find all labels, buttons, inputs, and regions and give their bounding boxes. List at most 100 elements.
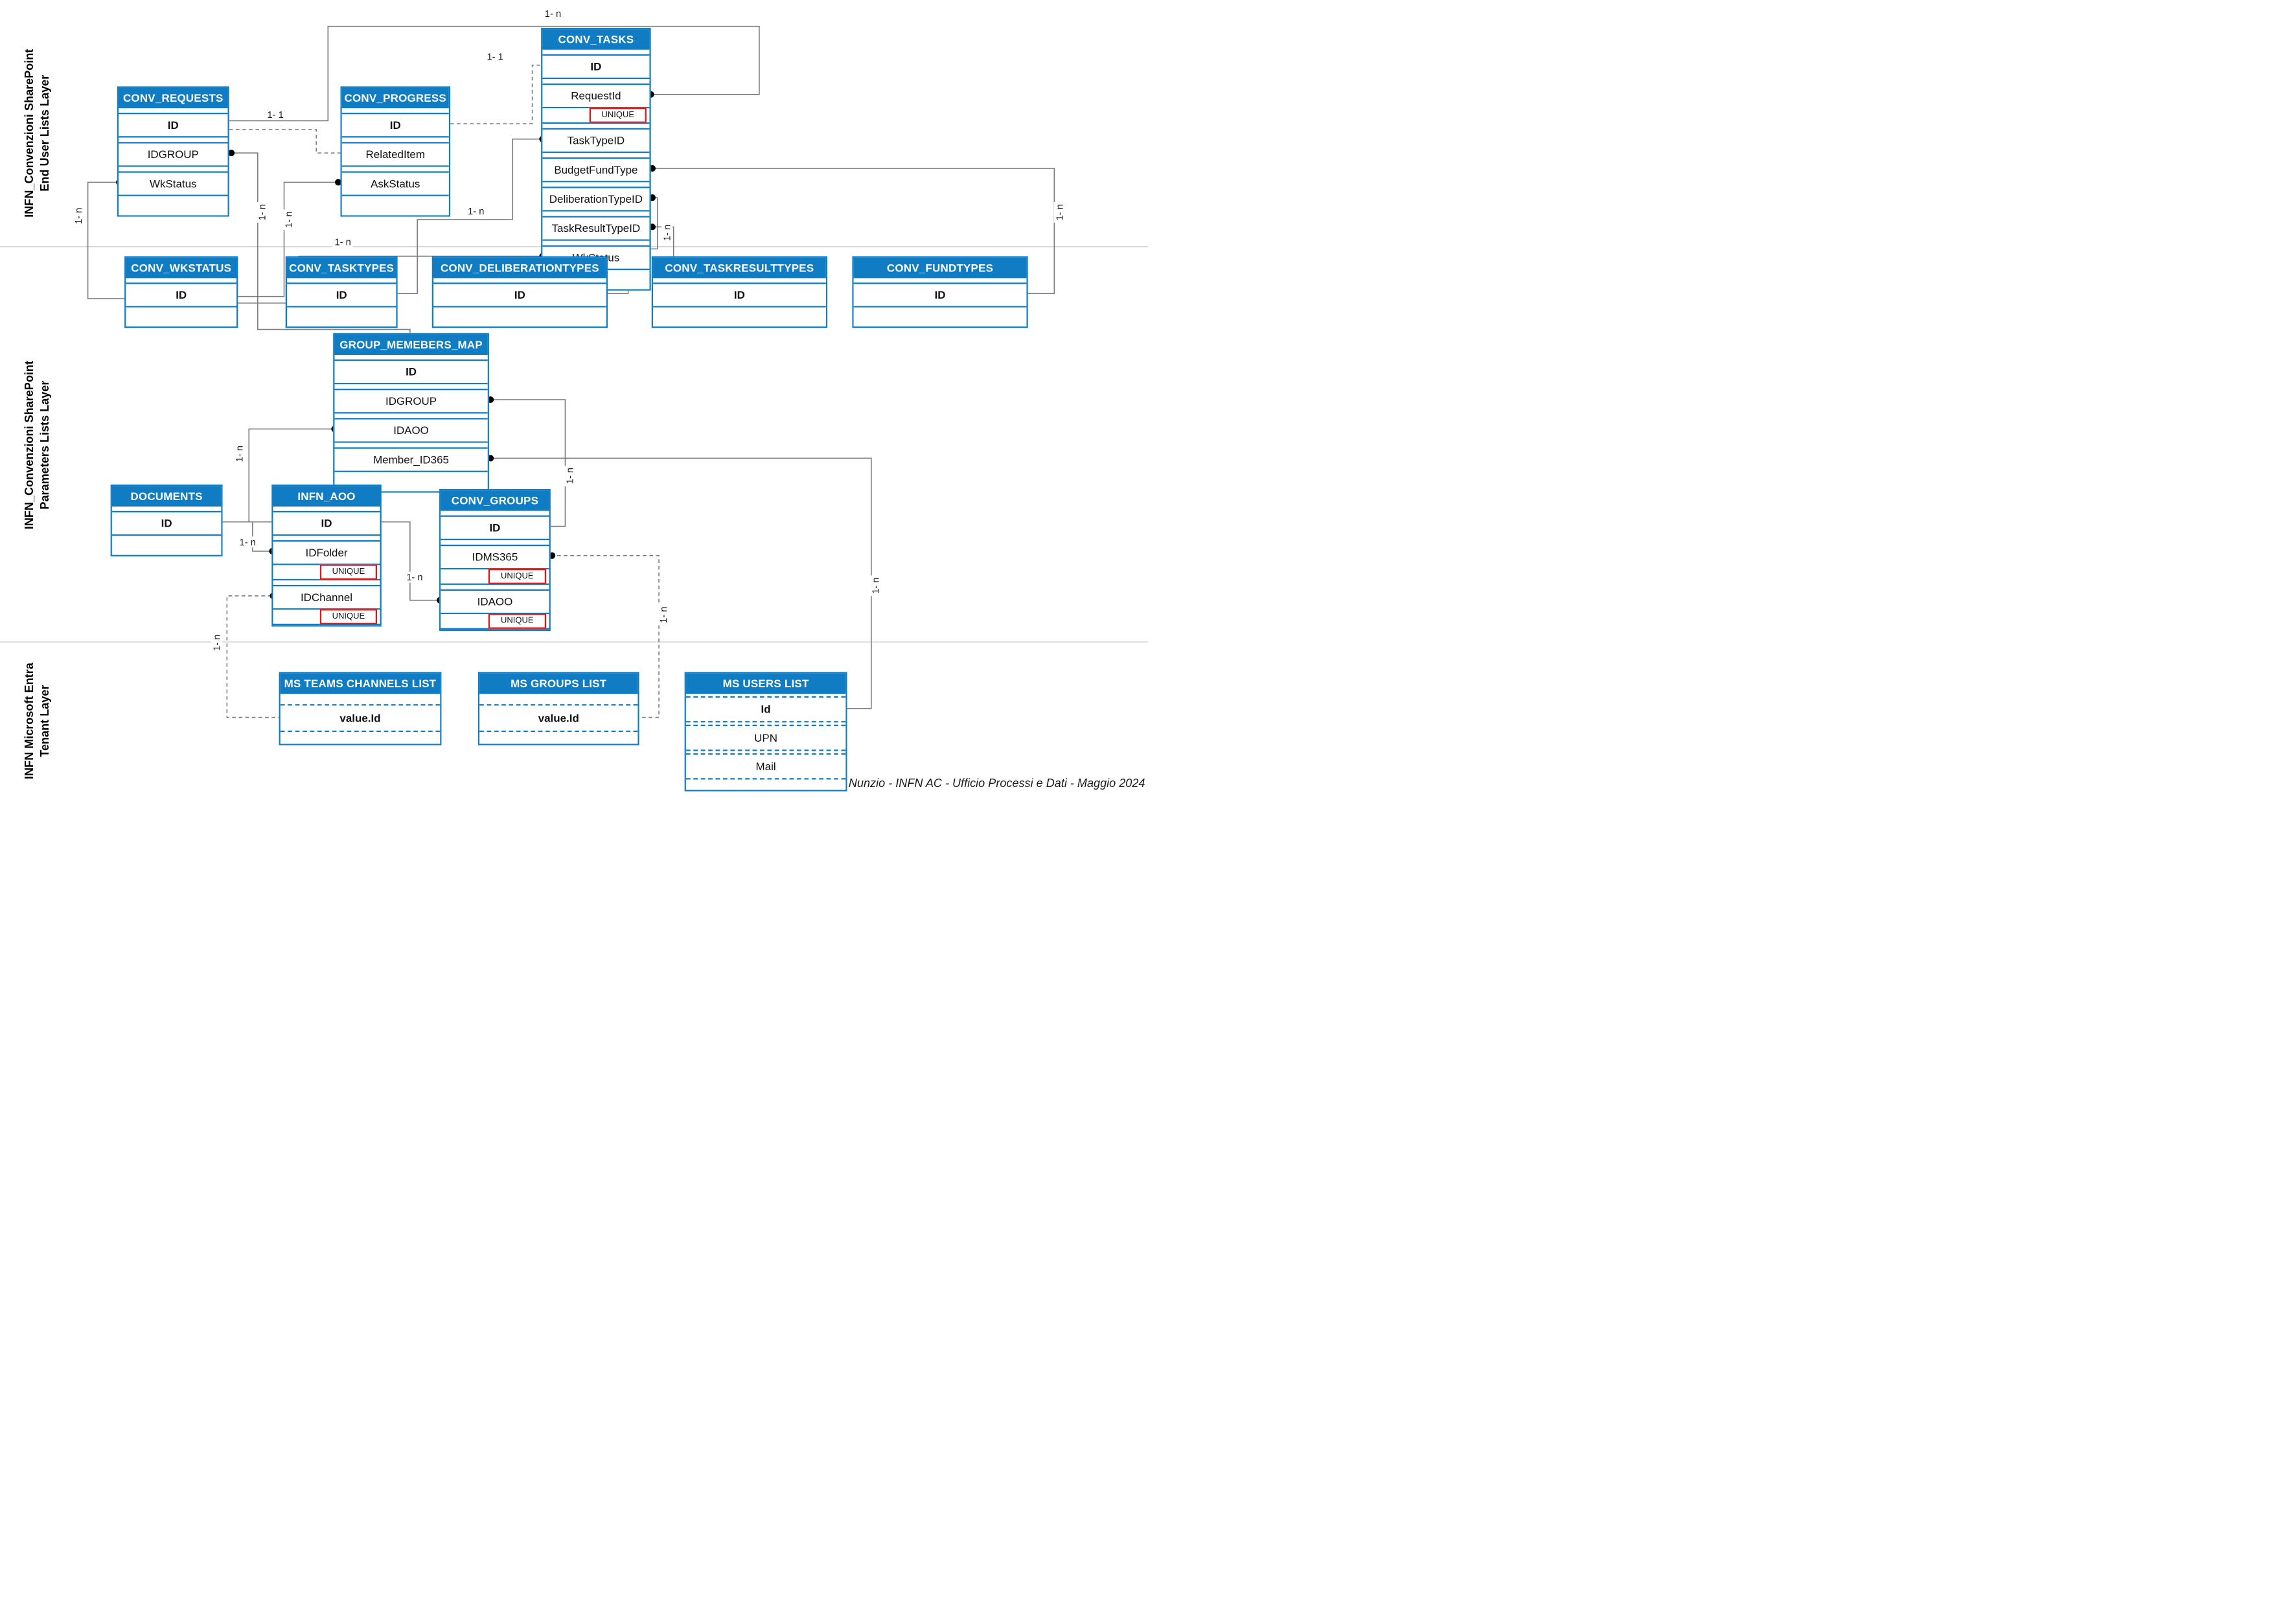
row-spacer: [542, 49, 650, 54]
unique-badge: UNIQUE: [488, 613, 547, 629]
relation-infnaoo-id__convgroups-idaoo: [381, 521, 440, 601]
row-spacer: [334, 355, 488, 359]
unique-badge: UNIQUE: [488, 569, 547, 584]
field-row-conv_groups-idaoo: IDAOO: [441, 589, 549, 615]
cardinality-label-req-idgroup__group-members-map: 1- n: [257, 201, 268, 223]
row-blank: [653, 307, 826, 327]
row-spacer: [441, 540, 549, 545]
row-spacer: [273, 507, 380, 511]
row-spacer: [341, 166, 449, 172]
unique-badge: UNIQUE: [319, 564, 378, 580]
cardinality-label-tasks-tasktypeid__tasktypes-id: 1- n: [465, 205, 487, 217]
relation-group-idaoo__infnaoo-id: [248, 428, 334, 523]
row-spacer: [542, 182, 650, 187]
field-row-conv_fundtypes-id: ID: [853, 282, 1027, 308]
cardinality-label-tasks-taskresulttypeid__taskresulttypes: 1- n: [661, 222, 672, 244]
footer-credit: AMANZI Nunzio - INFN AC - Ufficio Proces…: [801, 777, 1145, 790]
unique-row-infn_aoo-idchannel: UNIQUE: [273, 609, 380, 626]
row-blank: [341, 196, 449, 216]
field-row-conv_requests-id: ID: [119, 113, 228, 138]
row-spacer: [433, 278, 606, 283]
row-spacer: [119, 137, 228, 143]
field-row-conv_groups-idms365: IDMS365: [441, 544, 549, 570]
row-gap: [479, 732, 638, 744]
row-gap: [685, 751, 846, 755]
table-header-conv_progress: CONV_PROGRESS: [341, 87, 449, 109]
relation-req-id__progress-relateditem: [229, 129, 341, 154]
relation-req-idgroup__group-members-map: [229, 152, 411, 335]
field-row-documents-id: ID: [111, 510, 222, 536]
relation-tasks-taskresulttypeid__taskresulttypes: [650, 226, 674, 257]
field-row-conv_wkstatus-id: ID: [126, 282, 237, 308]
unique-row-conv_groups-idms365: UNIQUE: [441, 569, 549, 585]
field-row-group_memebers_map-idgroup: IDGROUP: [334, 389, 488, 414]
cardinality-label-progress-id__tasks-id: 1- 1: [485, 51, 506, 63]
table-header-infn_aoo: INFN_AOO: [273, 486, 380, 507]
row-spacer: [334, 442, 488, 448]
field-row-infn_aoo-idchannel: IDChannel: [273, 584, 380, 610]
relation-progress-id__tasks-id: [450, 64, 542, 124]
row-spacer: [542, 79, 650, 84]
field-row-ms_teams_channels_list-valueid: value.Id: [280, 705, 441, 733]
relation-progress-askstatus__wkstatus-id: [238, 181, 341, 297]
field-row-conv_tasks-taskresulttypeid: TaskResultTypeID: [542, 216, 650, 241]
field-row-infn_aoo-idfolder: IDFolder: [273, 540, 380, 565]
row-gap: [685, 694, 846, 698]
cardinality-label-tasks-budgetfundtype__fundtypes-id: 1- n: [1053, 201, 1065, 223]
row-gap: [479, 694, 638, 706]
table-header-conv_wkstatus: CONV_WKSTATUS: [126, 257, 237, 279]
row-spacer: [341, 108, 449, 113]
row-spacer: [542, 123, 650, 128]
field-row-group_memebers_map-member_id365: Member_ID365: [334, 447, 488, 472]
relation-req-wkstatus__wkstatus-id: [87, 181, 125, 299]
table-header-conv_tasktypes: CONV_TASKTYPES: [286, 257, 396, 279]
unique-badge: UNIQUE: [589, 108, 647, 123]
relationship-lines: [0, 25, 1148, 718]
relation-endpoint-dot: [335, 179, 342, 186]
cardinality-label-progress-askstatus__wkstatus-id: 1- n: [282, 209, 294, 231]
row-spacer: [542, 211, 650, 216]
row-spacer: [273, 536, 380, 541]
row-blank: [853, 307, 1027, 327]
unique-badge: UNIQUE: [319, 609, 378, 624]
row-gap: [685, 779, 846, 790]
row-spacer: [542, 240, 650, 245]
table-header-conv_deliberationtypes: CONV_DELIBERATIONTYPES: [433, 257, 606, 279]
row-spacer: [334, 384, 488, 389]
cardinality-label-documents-id__infnaoo-idfolder: 1- n: [237, 536, 258, 548]
row-spacer: [119, 166, 228, 172]
relation-convgroups-idms365__msgroups-valueid: [550, 554, 660, 718]
table-header-conv_groups: CONV_GROUPS: [441, 490, 549, 511]
row-blank: [433, 307, 606, 327]
row-spacer: [334, 413, 488, 418]
field-row-group_memebers_map-id: ID: [334, 359, 488, 385]
relation-infnaoo-idchannel__msteams-valueid: [226, 595, 279, 718]
table-header-ms_teams_channels_list: MS TEAMS CHANNELS LIST: [280, 673, 441, 694]
field-row-conv_tasks-deliberationtypeid: DeliberationTypeID: [542, 187, 650, 212]
row-gap: [280, 694, 441, 706]
row-blank: [126, 307, 237, 327]
cardinality-label-tasks-wkstatus__wkstatus-id: 1- n: [332, 236, 354, 247]
field-row-conv_tasks-requestid: RequestId: [542, 83, 650, 109]
row-spacer: [441, 584, 549, 589]
unique-row-conv_tasks-requestid: UNIQUE: [542, 108, 650, 124]
relation-tasks-tasktypeid__tasktypes-id: [397, 138, 542, 294]
row-spacer: [111, 507, 222, 511]
row-spacer: [441, 510, 549, 516]
row-blank: [119, 196, 228, 216]
cardinality-label-group-idgroup__convgroups-id: 1- n: [564, 465, 575, 486]
field-row-ms_users_list-id: Id: [685, 697, 846, 723]
row-spacer: [853, 278, 1027, 283]
table-conv_wkstatus: CONV_WKSTATUS ID: [124, 256, 238, 328]
field-row-conv_tasks-tasktypeid: TaskTypeID: [542, 128, 650, 154]
